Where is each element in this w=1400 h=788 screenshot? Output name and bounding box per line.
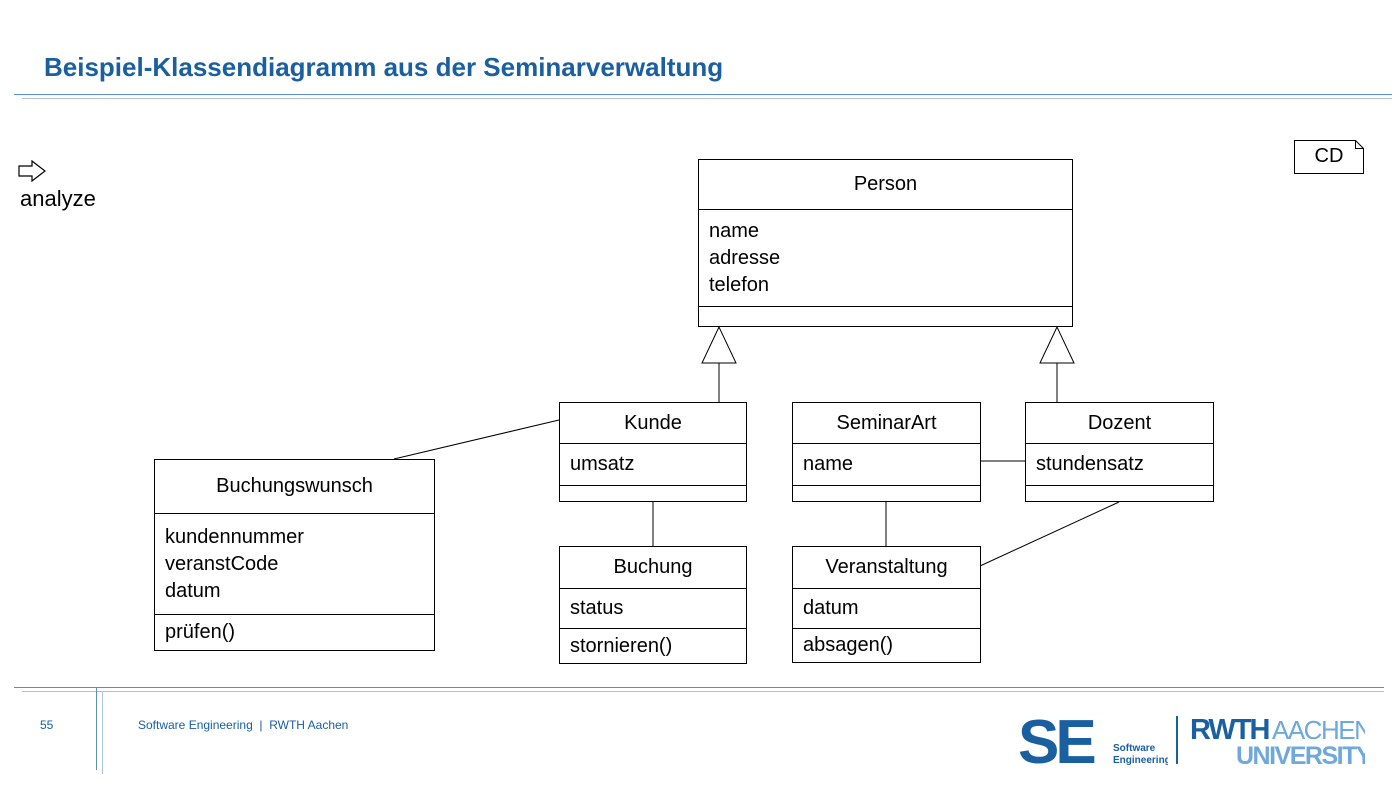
footer-divider-light [102,692,103,774]
class-attributes: kundennummer veranstCode datum [155,514,434,615]
footer-text: Software Engineering | RWTH Aachen [138,718,349,732]
class-operations [560,486,746,501]
class-operations [699,307,1072,326]
class-name: Buchung [560,547,746,589]
operation: stornieren() [570,634,673,657]
class-person: Person name adresse telefon [698,159,1073,327]
class-attributes: datum [793,589,980,629]
class-name: Buchungswunsch [155,460,434,514]
class-attributes: name adresse telefon [699,210,1072,307]
class-seminarart: SeminarArt name [792,402,981,502]
slide-title: Beispiel-Klassendiagramm aus der Seminar… [44,52,724,82]
attribute: stundensatz [1036,453,1144,475]
attribute: datum [803,597,859,619]
attribute: adresse [709,246,781,269]
class-name: SeminarArt [793,403,980,444]
analyze-label: analyze [20,186,96,211]
operation: absagen() [803,634,894,656]
attribute: datum [165,579,221,602]
footer-divider [96,688,97,770]
footer-rule [14,687,1384,688]
class-operations: prüfen() [155,615,434,650]
university-logo-word: UNIVERSITY [1236,742,1365,769]
se-logo-line2: Engineering [1113,755,1168,766]
page-number: 55 [40,718,54,732]
class-operations [1026,486,1213,501]
se-logo-line1: Software [1113,743,1156,754]
attribute: telefon [709,273,770,296]
association-buchungswunsch-kunde [393,419,560,460]
generalization-arrowhead-kunde [701,325,737,364]
se-logo: SE Software Engineering [1018,713,1168,769]
class-operations: absagen() [793,629,980,662]
attribute: umsatz [570,453,635,475]
class-name: Person [699,160,1072,210]
class-buchung: Buchung status stornieren() [559,546,747,664]
folded-note-icon [1294,140,1364,174]
operation: prüfen() [165,621,236,643]
attribute: veranstCode [165,552,279,575]
class-name: Dozent [1026,403,1213,444]
rwth-logo-word: RWTH [1190,714,1269,746]
attribute: name [803,453,854,475]
aachen-logo-word: AACHEN [1272,715,1365,745]
class-operations [793,486,980,501]
class-dozent: Dozent stundensatz [1025,402,1214,502]
attribute: name [709,219,760,242]
rwth-logo: RWTH AACHEN UNIVERSITY [1190,714,1365,769]
attribute: status [570,597,624,619]
diagram-type-tag: CD [1294,140,1364,174]
footer-rule-light [22,691,1384,692]
header-rule-light [22,98,1392,99]
association-dozent-veranstaltung [979,501,1120,567]
class-attributes: status [560,589,746,629]
attribute: kundennummer [165,525,304,548]
class-attributes: name [793,444,980,486]
class-kunde: Kunde umsatz [559,402,747,502]
header-rule [14,94,1392,95]
class-attributes: umsatz [560,444,746,486]
hollow-arrow-icon [18,160,46,182]
class-operations: stornieren() [560,629,746,663]
diagram-type-label: CD [1314,145,1344,167]
generalization-arrowhead-dozent [1039,325,1075,364]
se-logo-mark: SE [1018,713,1094,769]
class-name: Kunde [560,403,746,444]
class-attributes: stundensatz [1026,444,1213,486]
class-buchungswunsch: Buchungswunsch kundennummer veranstCode … [154,459,435,651]
class-name: Veranstaltung [793,547,980,589]
logo-separator [1176,716,1178,764]
class-veranstaltung: Veranstaltung datum absagen() [792,546,981,663]
